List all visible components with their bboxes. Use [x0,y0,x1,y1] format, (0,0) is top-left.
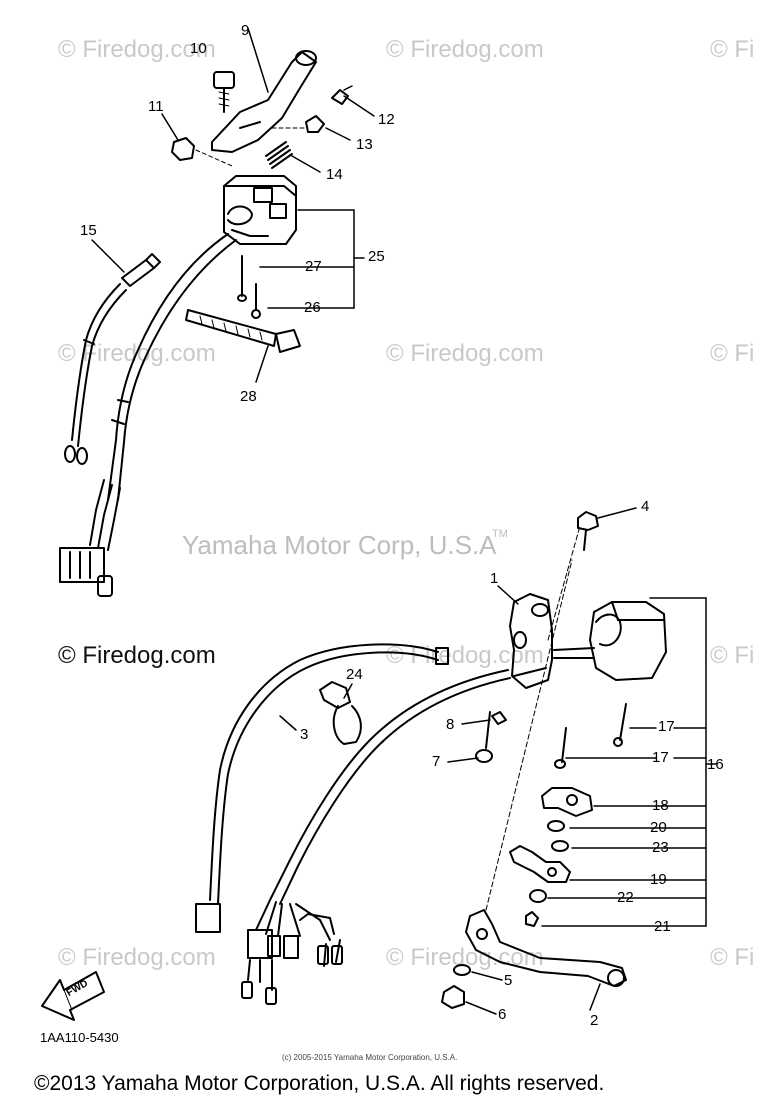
part-number-7: 7 [432,753,441,770]
screw-part-26 [251,283,261,319]
part-number-18: 18 [652,797,669,814]
washer-part-5 [453,964,503,981]
part-number-28: 28 [240,388,257,405]
part-number-4: 4 [641,498,650,515]
part-number-5: 5 [504,972,513,989]
part-number-25: 25 [368,248,385,265]
part-number-24: 24 [346,666,363,683]
screw-part-12 [331,85,375,117]
switch-housing-part-25 [223,175,365,309]
part-number-23: 23 [652,839,669,856]
washer-part-23 [551,840,569,852]
part-number-6: 6 [498,1006,507,1023]
diagram-code: 1AA110-5430 [40,1030,119,1045]
part-number-2: 2 [590,1012,599,1029]
watermark-firedog: © Firedog.com [58,36,216,63]
watermark-firedog-partial: © Fi [710,642,755,669]
lever-part-18 [541,787,593,817]
part-number-10: 10 [190,40,207,57]
part-number-14: 14 [326,166,343,183]
lower-wire-harness [241,669,511,1005]
watermark-firedog-partial: © Fi [710,340,755,367]
part-number-19: 19 [650,871,667,888]
part-number-21: 21 [654,918,671,935]
clutch-lever-part-2 [465,559,627,1011]
nut-part-13 [271,115,351,141]
part-number-16: 16 [707,756,724,773]
watermark-firedog: © Firedog.com [386,340,544,367]
watermark-firedog: © Firedog.com [386,36,544,63]
watermark-yamaha: Yamaha Motor Corp, U.S.A [182,530,497,560]
watermark-firedog-dark: © Firedog.com [58,642,216,669]
spring-part-14 [265,141,321,173]
part-number-26: 26 [304,299,321,316]
nut-part-11 [161,113,233,167]
screw-part-17 [554,703,657,769]
watermark-firedog-partial: © Fi [710,36,755,63]
bolt-part-10 [213,71,235,113]
part-number-13: 13 [356,136,373,153]
cable-part-3 [195,643,449,933]
part-number-8: 8 [446,716,455,733]
lever-holder-part-1 [497,525,581,689]
nut-part-6 [441,985,497,1015]
watermark-tm: TM [492,528,508,540]
part-number-17-upper: 17 [658,718,675,735]
lever-part-19 [509,845,571,883]
washer-part-20 [547,820,565,832]
forward-arrow-icon [41,971,105,1021]
boot-part-24 [319,681,362,745]
footer-copyright: ©2013 Yamaha Motor Corporation, U.S.A. A… [34,1072,605,1095]
part-number-17-lower: 17 [652,749,669,766]
part-number-27: 27 [305,258,322,275]
small-copyright: (c) 2005-2015 Yamaha Motor Corporation, … [282,1053,458,1062]
screw-part-21 [525,911,539,927]
screw-part-4 [577,507,637,551]
stop-switch-part-15 [64,239,161,465]
watermark-firedog: © Firedog.com [58,944,216,971]
watermark-firedog-partial: © Fi [710,944,755,971]
upper-wire-harness [59,233,237,597]
part-number-1: 1 [490,570,499,587]
screw-part-27 [237,255,247,302]
part-number-12: 12 [378,111,395,128]
part-number-11: 11 [148,98,164,115]
part-number-15: 15 [80,222,97,239]
switch-housing-part-16 [541,597,717,927]
part-number-20: 20 [650,819,667,836]
brake-lever-part-9 [211,27,317,153]
washer-part-8 [461,711,507,725]
part-number-9: 9 [241,22,250,39]
part-number-3: 3 [300,726,309,743]
cable-band-part-28 [185,309,301,383]
nut-part-22 [529,889,547,903]
bolt-part-7 [447,711,493,763]
part-number-22: 22 [617,889,634,906]
